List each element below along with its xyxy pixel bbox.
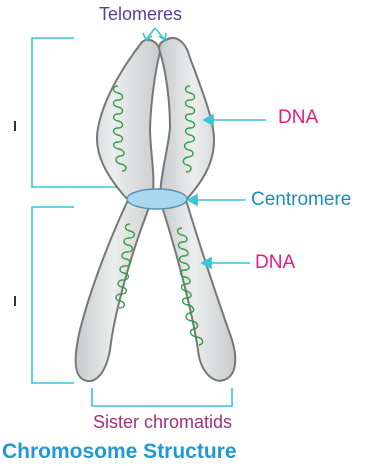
leader-dna-bottom bbox=[202, 258, 250, 268]
centromere bbox=[127, 189, 187, 209]
bracket-sister-chromatids bbox=[92, 388, 232, 406]
chromatid-left bbox=[76, 40, 160, 381]
label-telomeres: Telomeres bbox=[99, 5, 182, 23]
diagram-title: Chromosome Structure bbox=[2, 441, 237, 462]
label-dna-upper: DNA bbox=[278, 108, 318, 127]
tick-mark-icon bbox=[14, 121, 16, 131]
label-sister-chromatids: Sister chromatids bbox=[93, 413, 232, 431]
leader-centromere bbox=[188, 195, 246, 205]
tick-mark-icon bbox=[14, 296, 16, 306]
label-dna-lower: DNA bbox=[255, 253, 295, 272]
chromatid-right bbox=[159, 38, 235, 381]
leader-dna-top bbox=[204, 115, 266, 125]
label-centromere: Centromere bbox=[251, 190, 351, 209]
telomere-pointer bbox=[143, 28, 166, 40]
bracket-lower-arms bbox=[32, 207, 74, 383]
